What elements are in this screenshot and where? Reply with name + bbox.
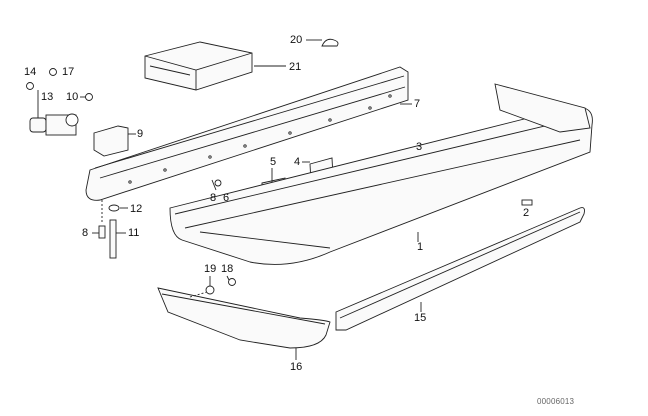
- callout-6: 6: [223, 192, 230, 204]
- part-13-absorber: [29, 90, 79, 136]
- part-2-screw: [521, 199, 533, 206]
- part-8-bolt-lower: [98, 225, 106, 239]
- callout-11: 11: [128, 227, 140, 239]
- callout-1: 1: [417, 241, 424, 253]
- part-10-nut: [85, 93, 93, 101]
- reference-number: 00006013: [537, 397, 575, 406]
- part-8-bolt-upper: [211, 179, 217, 191]
- callout-12: 12: [130, 203, 143, 215]
- part-11-long-bolt: [109, 219, 117, 259]
- callout-16: 16: [290, 361, 303, 373]
- part-1-bumper-cover: [169, 83, 593, 265]
- callout-7: 7: [414, 98, 421, 110]
- callout-10: 10: [66, 91, 79, 103]
- callout-13: 13: [41, 91, 54, 103]
- callout-5: 5: [270, 156, 277, 168]
- callout-4: 4: [294, 156, 301, 168]
- callout-9: 9: [137, 128, 144, 140]
- callout-15: 15: [414, 312, 427, 324]
- callout-8-lower: 8: [82, 227, 89, 239]
- part-21-box: [144, 41, 253, 91]
- callout-20: 20: [290, 34, 303, 46]
- part-12-washer: [108, 204, 120, 212]
- part-14-nut: [26, 82, 34, 90]
- part-17-washer: [49, 68, 57, 76]
- part-9-bracket: [93, 125, 136, 157]
- callout-8-upper: 8: [210, 192, 217, 204]
- part-19-nut: [205, 285, 215, 295]
- callout-2: 2: [523, 207, 530, 219]
- callout-18: 18: [221, 263, 234, 275]
- part-18-screw: [228, 278, 236, 286]
- part-15-trim-strip: [335, 207, 585, 331]
- callout-14: 14: [24, 66, 37, 78]
- callout-3: 3: [416, 141, 423, 153]
- part-20-cap: [321, 38, 339, 47]
- callout-17: 17: [62, 66, 75, 78]
- part-16-trim-strip: [157, 287, 331, 349]
- callout-19: 19: [204, 263, 217, 275]
- callout-21: 21: [289, 61, 302, 73]
- part-7-carrier: [85, 66, 409, 201]
